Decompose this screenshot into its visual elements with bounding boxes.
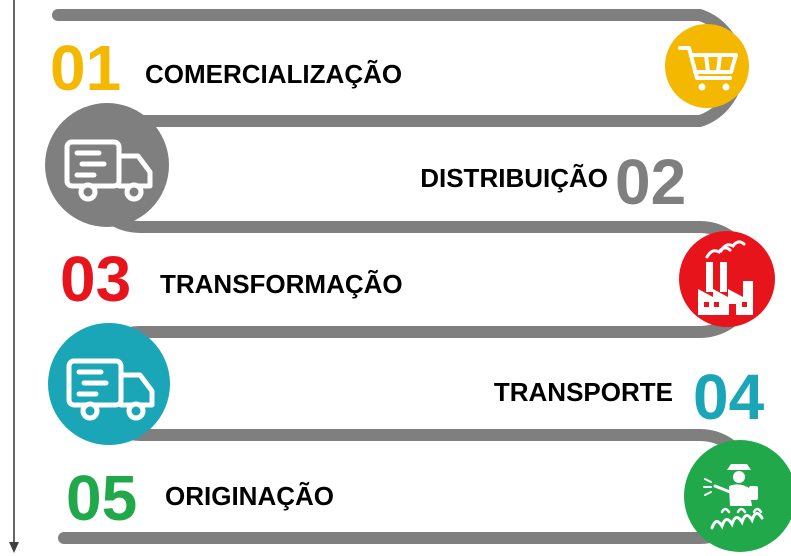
step-label: TRANSFORMAÇÃO [160,269,403,299]
factory-icon [698,240,753,315]
step-number: 02 [615,146,686,218]
step-icon-circle [45,103,169,227]
step-number: 04 [693,361,765,433]
step-number: 05 [66,462,137,534]
step-04: TRANSPORTE 04 [48,323,765,445]
step-number: 03 [60,243,131,315]
delivery-truck-icon [64,139,153,202]
step-label: COMERCIALIZAÇÃO [145,59,402,89]
step-label: ORIGINAÇÃO [165,481,334,511]
step-label: TRANSPORTE [494,377,673,407]
step-icon-circle [48,323,170,445]
step-02: DISTRIBUIÇÃO 02 [45,103,686,227]
step-number: 01 [50,32,121,104]
delivery-truck-icon [66,358,155,421]
step-03: 03 TRANSFORMAÇÃO [60,231,775,327]
step-icon-circle [684,440,791,552]
step-label: DISTRIBUIÇÃO [420,163,608,193]
step-01: 01 COMERCIALIZAÇÃO [50,24,749,108]
farmer-icon [703,464,764,530]
step-05: 05 ORIGINAÇÃO [66,440,791,552]
step-icon-circle [679,231,775,327]
shopping-cart-icon [678,46,738,91]
flow-arrow [9,0,19,553]
step-icon-circle [665,24,749,108]
